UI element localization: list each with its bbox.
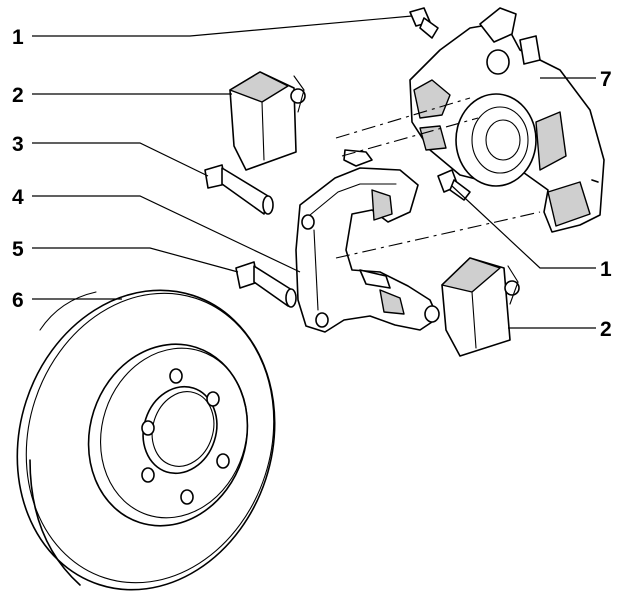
callout-1-lower-bolt: 1 (600, 258, 612, 281)
callout-6-disc: 6 (12, 289, 24, 312)
caliper-bolt-upper (409, 7, 439, 39)
brake-pad-lower (441, 257, 520, 357)
brake-pad-upper (229, 71, 306, 171)
assembly-center-lines (335, 97, 541, 259)
caliper-housing (409, 7, 605, 233)
callout-1-upper-bolt: 1 (12, 26, 24, 49)
guide-pin-lower (235, 261, 297, 308)
leader-lines (32, 15, 596, 329)
guide-pin-upper (204, 164, 274, 215)
callout-2-upper-pad: 2 (12, 84, 24, 107)
callout-2-lower-pad: 2 (600, 318, 612, 341)
callout-7-caliper: 7 (600, 68, 612, 91)
caliper-bracket (295, 149, 440, 333)
brake-disc (16, 289, 276, 591)
callout-3-upper-pin: 3 (12, 133, 24, 156)
callout-4-bracket: 4 (12, 186, 24, 209)
callout-5-lower-pin: 5 (12, 238, 24, 261)
